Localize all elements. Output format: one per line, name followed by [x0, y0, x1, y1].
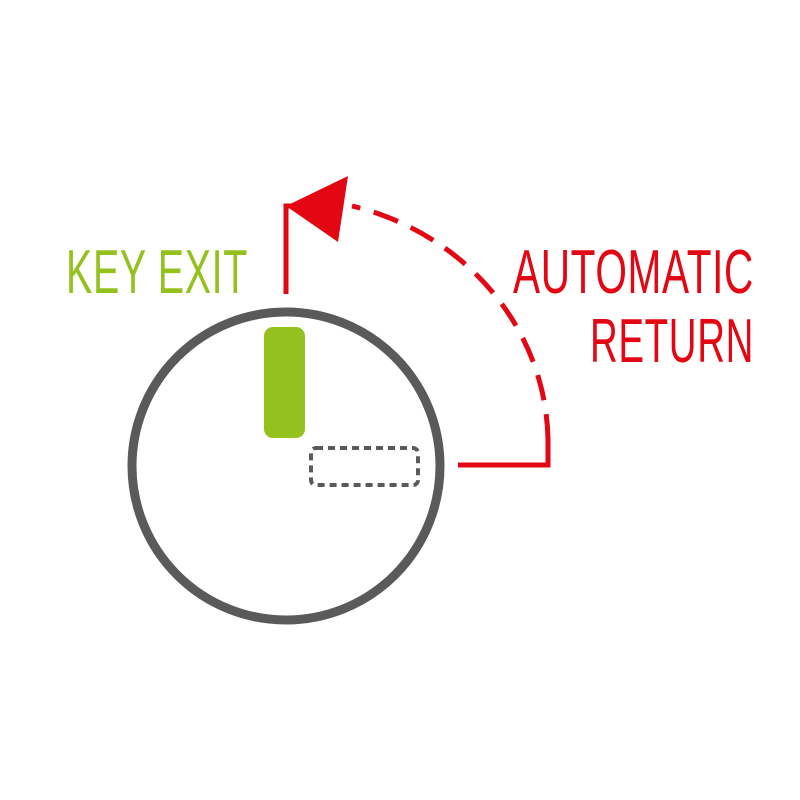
- automatic-return-label-line1: AUTOMATIC: [513, 238, 754, 307]
- key-exit-label: KEY EXIT: [66, 238, 248, 307]
- return-arrow-icon: [286, 176, 348, 242]
- return-path-vertical-line: [283, 203, 300, 294]
- automatic-return-label-line2: RETURN: [590, 307, 754, 376]
- key-turned-slot-icon: [309, 446, 420, 487]
- lock-cylinder-icon: [127, 307, 445, 625]
- key-exit-slot-icon: [264, 327, 305, 438]
- return-path-arc: [351, 203, 551, 441]
- return-path-start-line: [458, 440, 551, 468]
